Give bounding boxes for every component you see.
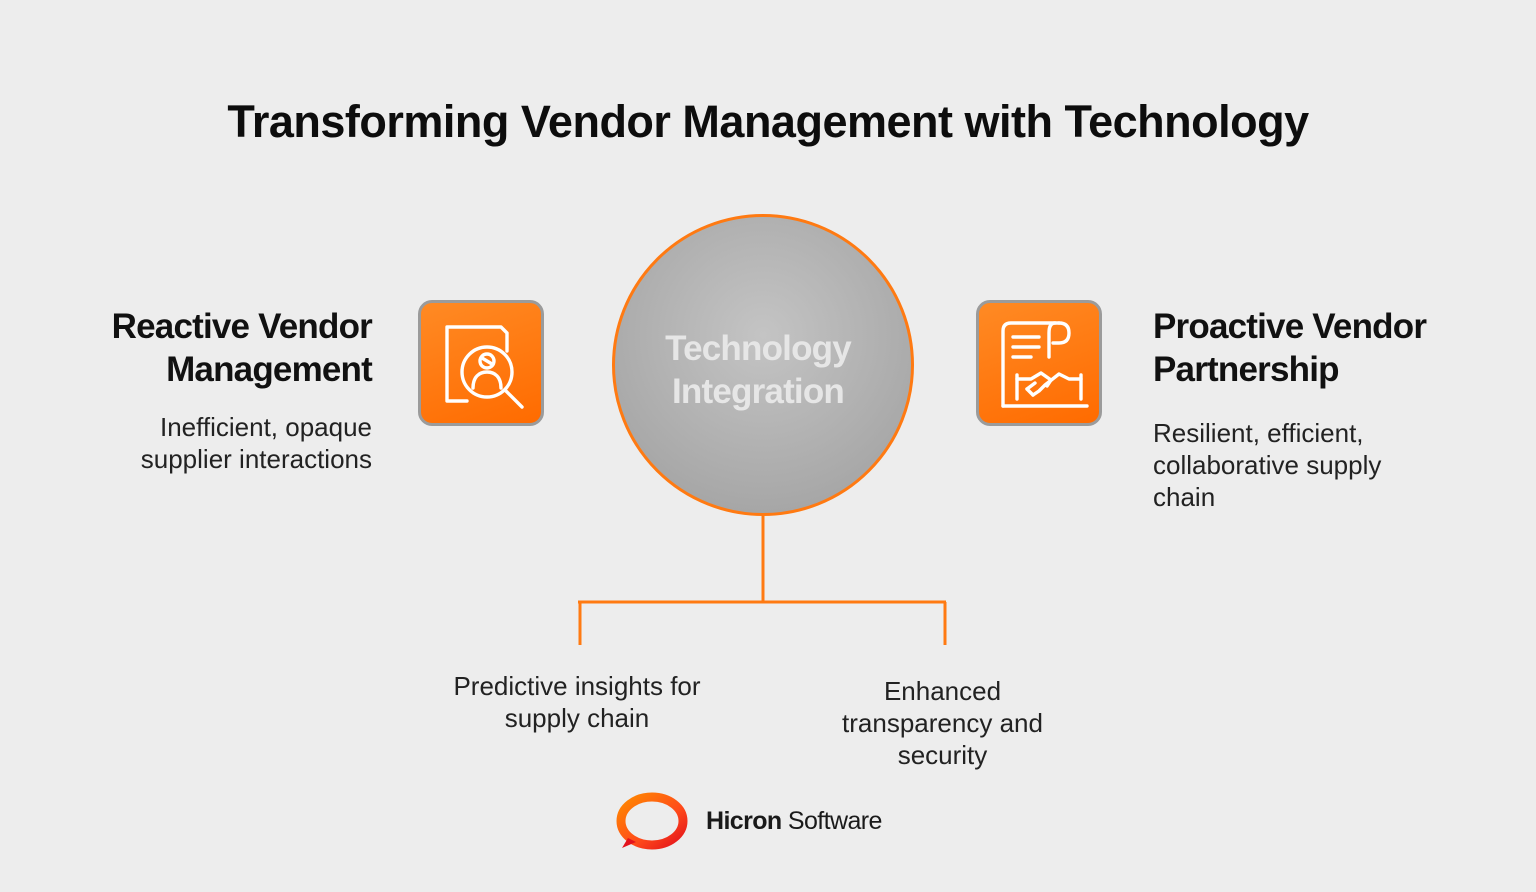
hicron-ring-logo-icon <box>616 792 688 850</box>
description-line: chain <box>1153 482 1216 512</box>
logo-brand-bold: Hicron <box>706 807 782 835</box>
description-line: supplier interactions <box>140 444 372 474</box>
diagram-title: Transforming Vendor Management with Tech… <box>227 96 1309 147</box>
hub-label: Technology Integration <box>612 327 904 413</box>
proactive-vendor-tile <box>976 300 1102 426</box>
heading-line: Partnership <box>1153 350 1340 389</box>
branch-line: Predictive insights for <box>453 671 701 701</box>
reactive-vendor-tile <box>418 300 544 426</box>
branch-line: Enhanced <box>883 676 1002 706</box>
proactive-vendor-heading: Proactive Vendor Partnership <box>1153 305 1427 391</box>
document-search-person-icon <box>445 325 524 409</box>
reactive-vendor-heading: Reactive Vendor Management <box>111 305 373 391</box>
reactive-vendor-description: Inefficient, opaque supplier interaction… <box>141 411 372 475</box>
logo-wordmark: Hicron Software <box>706 807 882 836</box>
description-line: Inefficient, opaque <box>159 412 372 442</box>
branch-line: supply chain <box>504 703 650 733</box>
branch-line: security <box>897 740 988 770</box>
technology-integration-hub <box>612 214 914 516</box>
description-line: collaborative supply <box>1153 450 1382 480</box>
branch-transparency-security: Enhanced transparency and security <box>790 675 1095 771</box>
heading-line: Reactive Vendor <box>111 307 373 346</box>
branch-predictive-insights: Predictive insights for supply chain <box>418 670 736 734</box>
heading-line: Proactive Vendor <box>1153 307 1427 346</box>
heading-line: Management <box>166 350 373 389</box>
hub-label-line: Technology <box>665 329 852 368</box>
hub-label-line: Integration <box>671 372 845 411</box>
description-line: Resilient, efficient, <box>1153 418 1364 448</box>
contract-handshake-icon <box>1001 321 1089 408</box>
branch-line: transparency and <box>842 708 1043 738</box>
proactive-vendor-description: Resilient, efficient, collaborative supp… <box>1153 417 1381 513</box>
logo-brand-regular: Software <box>781 807 882 835</box>
